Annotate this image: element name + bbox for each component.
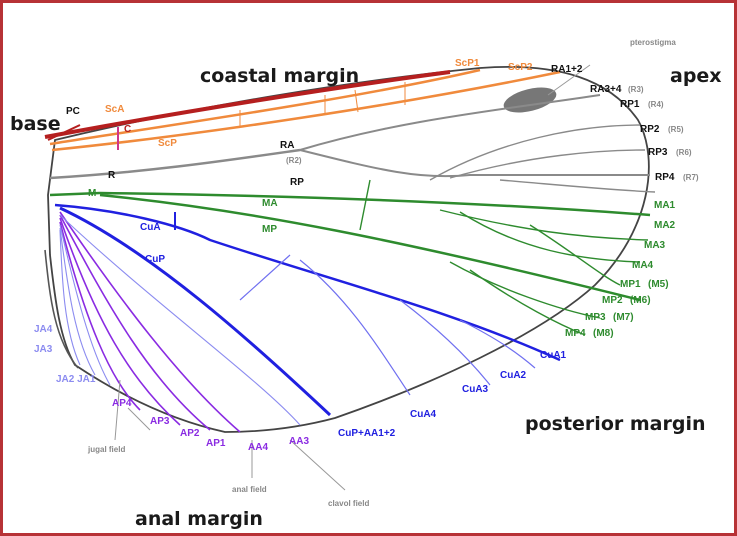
jugal-veins: [59, 214, 301, 426]
costal-crossveins: [239, 82, 406, 128]
base-label: base: [10, 113, 61, 135]
cua1-label: CuA1: [540, 350, 567, 361]
ap4-label: AP4: [112, 398, 132, 409]
rp3-note: (R6): [676, 148, 692, 157]
mp2-label: MP2: [602, 295, 623, 306]
rp3-label: RP3: [648, 147, 668, 158]
rp2-label: RP2: [640, 124, 660, 135]
anal-margin-label: anal margin: [135, 508, 263, 530]
ap1-label: AP1: [206, 438, 226, 449]
scp-vein: [51, 70, 561, 152]
pterostigma-spot: [503, 87, 557, 113]
r-stem: [49, 148, 301, 180]
sca-vein: [49, 68, 481, 146]
cua-label: CuA: [140, 222, 161, 233]
sca-label: ScA: [105, 104, 124, 115]
anal-veins: [59, 211, 241, 433]
media-branches: [359, 179, 649, 336]
mp-label: MP: [262, 224, 277, 235]
rp4-note: (R7): [683, 173, 699, 182]
m-stem: [49, 191, 101, 197]
ma-vein: [99, 191, 651, 217]
apex-label: apex: [670, 65, 722, 87]
ma1-label: MA1: [654, 200, 676, 211]
cua-vein: [54, 203, 561, 362]
m-label: M: [88, 188, 96, 199]
ra-note: (R2): [286, 156, 302, 165]
ap2-label: AP2: [180, 428, 200, 439]
mp1-note: (M5): [648, 279, 669, 290]
ma3-label: MA3: [644, 240, 666, 251]
clavol-field-label: clavol field: [328, 499, 369, 508]
rp-vein: [299, 149, 650, 178]
rp-label: RP: [290, 177, 304, 188]
ja2-ja1-label: JA2 JA1: [56, 374, 96, 385]
cua2-label: CuA2: [500, 370, 527, 381]
cua4-label: CuA4: [410, 409, 437, 420]
rp4-label: RP4: [655, 172, 675, 183]
mp4-label: MP4: [565, 328, 586, 339]
anal-margin-line: [44, 249, 79, 369]
posterior-margin-label: posterior margin: [525, 413, 705, 435]
mp3-label: MP3: [585, 312, 606, 323]
mp3-note: (M7): [613, 312, 634, 323]
pc-label: PC: [66, 106, 80, 117]
ja3-label: JA3: [34, 344, 53, 355]
cup-label: CuP: [145, 254, 165, 265]
ra-label: RA: [280, 140, 294, 151]
ra-vein: [299, 94, 601, 151]
ja4-label: JA4: [34, 324, 53, 335]
ra1-2-label: RA1+2: [551, 64, 583, 75]
cua3-label: CuA3: [462, 384, 489, 395]
pterostigma-label: pterostigma: [630, 38, 676, 47]
c-label: C: [124, 124, 131, 135]
pointer-lines: [114, 64, 591, 491]
rp2-note: (R5): [668, 125, 684, 134]
ra3-4-note: (R3): [628, 85, 644, 94]
coastal-margin-label: coastal margin: [200, 65, 359, 87]
r-label: R: [108, 170, 116, 181]
anal-field-label: anal field: [232, 485, 267, 494]
mp1-label: MP1: [620, 279, 641, 290]
rp1-label: RP1: [620, 99, 640, 110]
rp1-note: (R4): [648, 100, 664, 109]
jugal-field-label: jugal field: [87, 445, 125, 454]
ma-label: MA: [262, 198, 278, 209]
aa3-label: AA3: [289, 436, 309, 447]
pc-vein: [47, 124, 81, 141]
scp-label: ScP: [158, 138, 177, 149]
aa4-label: AA4: [248, 442, 268, 453]
cup-aa-label: CuP+AA1+2: [338, 428, 396, 439]
mp-vein: [99, 193, 641, 302]
ap3-label: AP3: [150, 416, 170, 427]
scp1-label: ScP1: [455, 58, 480, 69]
scp2-label: ScP2: [508, 62, 533, 73]
ma2-label: MA2: [654, 220, 676, 231]
ma4-label: MA4: [632, 260, 654, 271]
mp4-note: (M8): [593, 328, 614, 339]
cubitus-branches: [239, 254, 536, 396]
cup-vein: [59, 206, 332, 417]
mp2-note: (M6): [630, 295, 651, 306]
costa-vein: [44, 70, 451, 139]
ra3-4-label: RA3+4: [590, 84, 622, 95]
rp-branches: [429, 124, 656, 193]
